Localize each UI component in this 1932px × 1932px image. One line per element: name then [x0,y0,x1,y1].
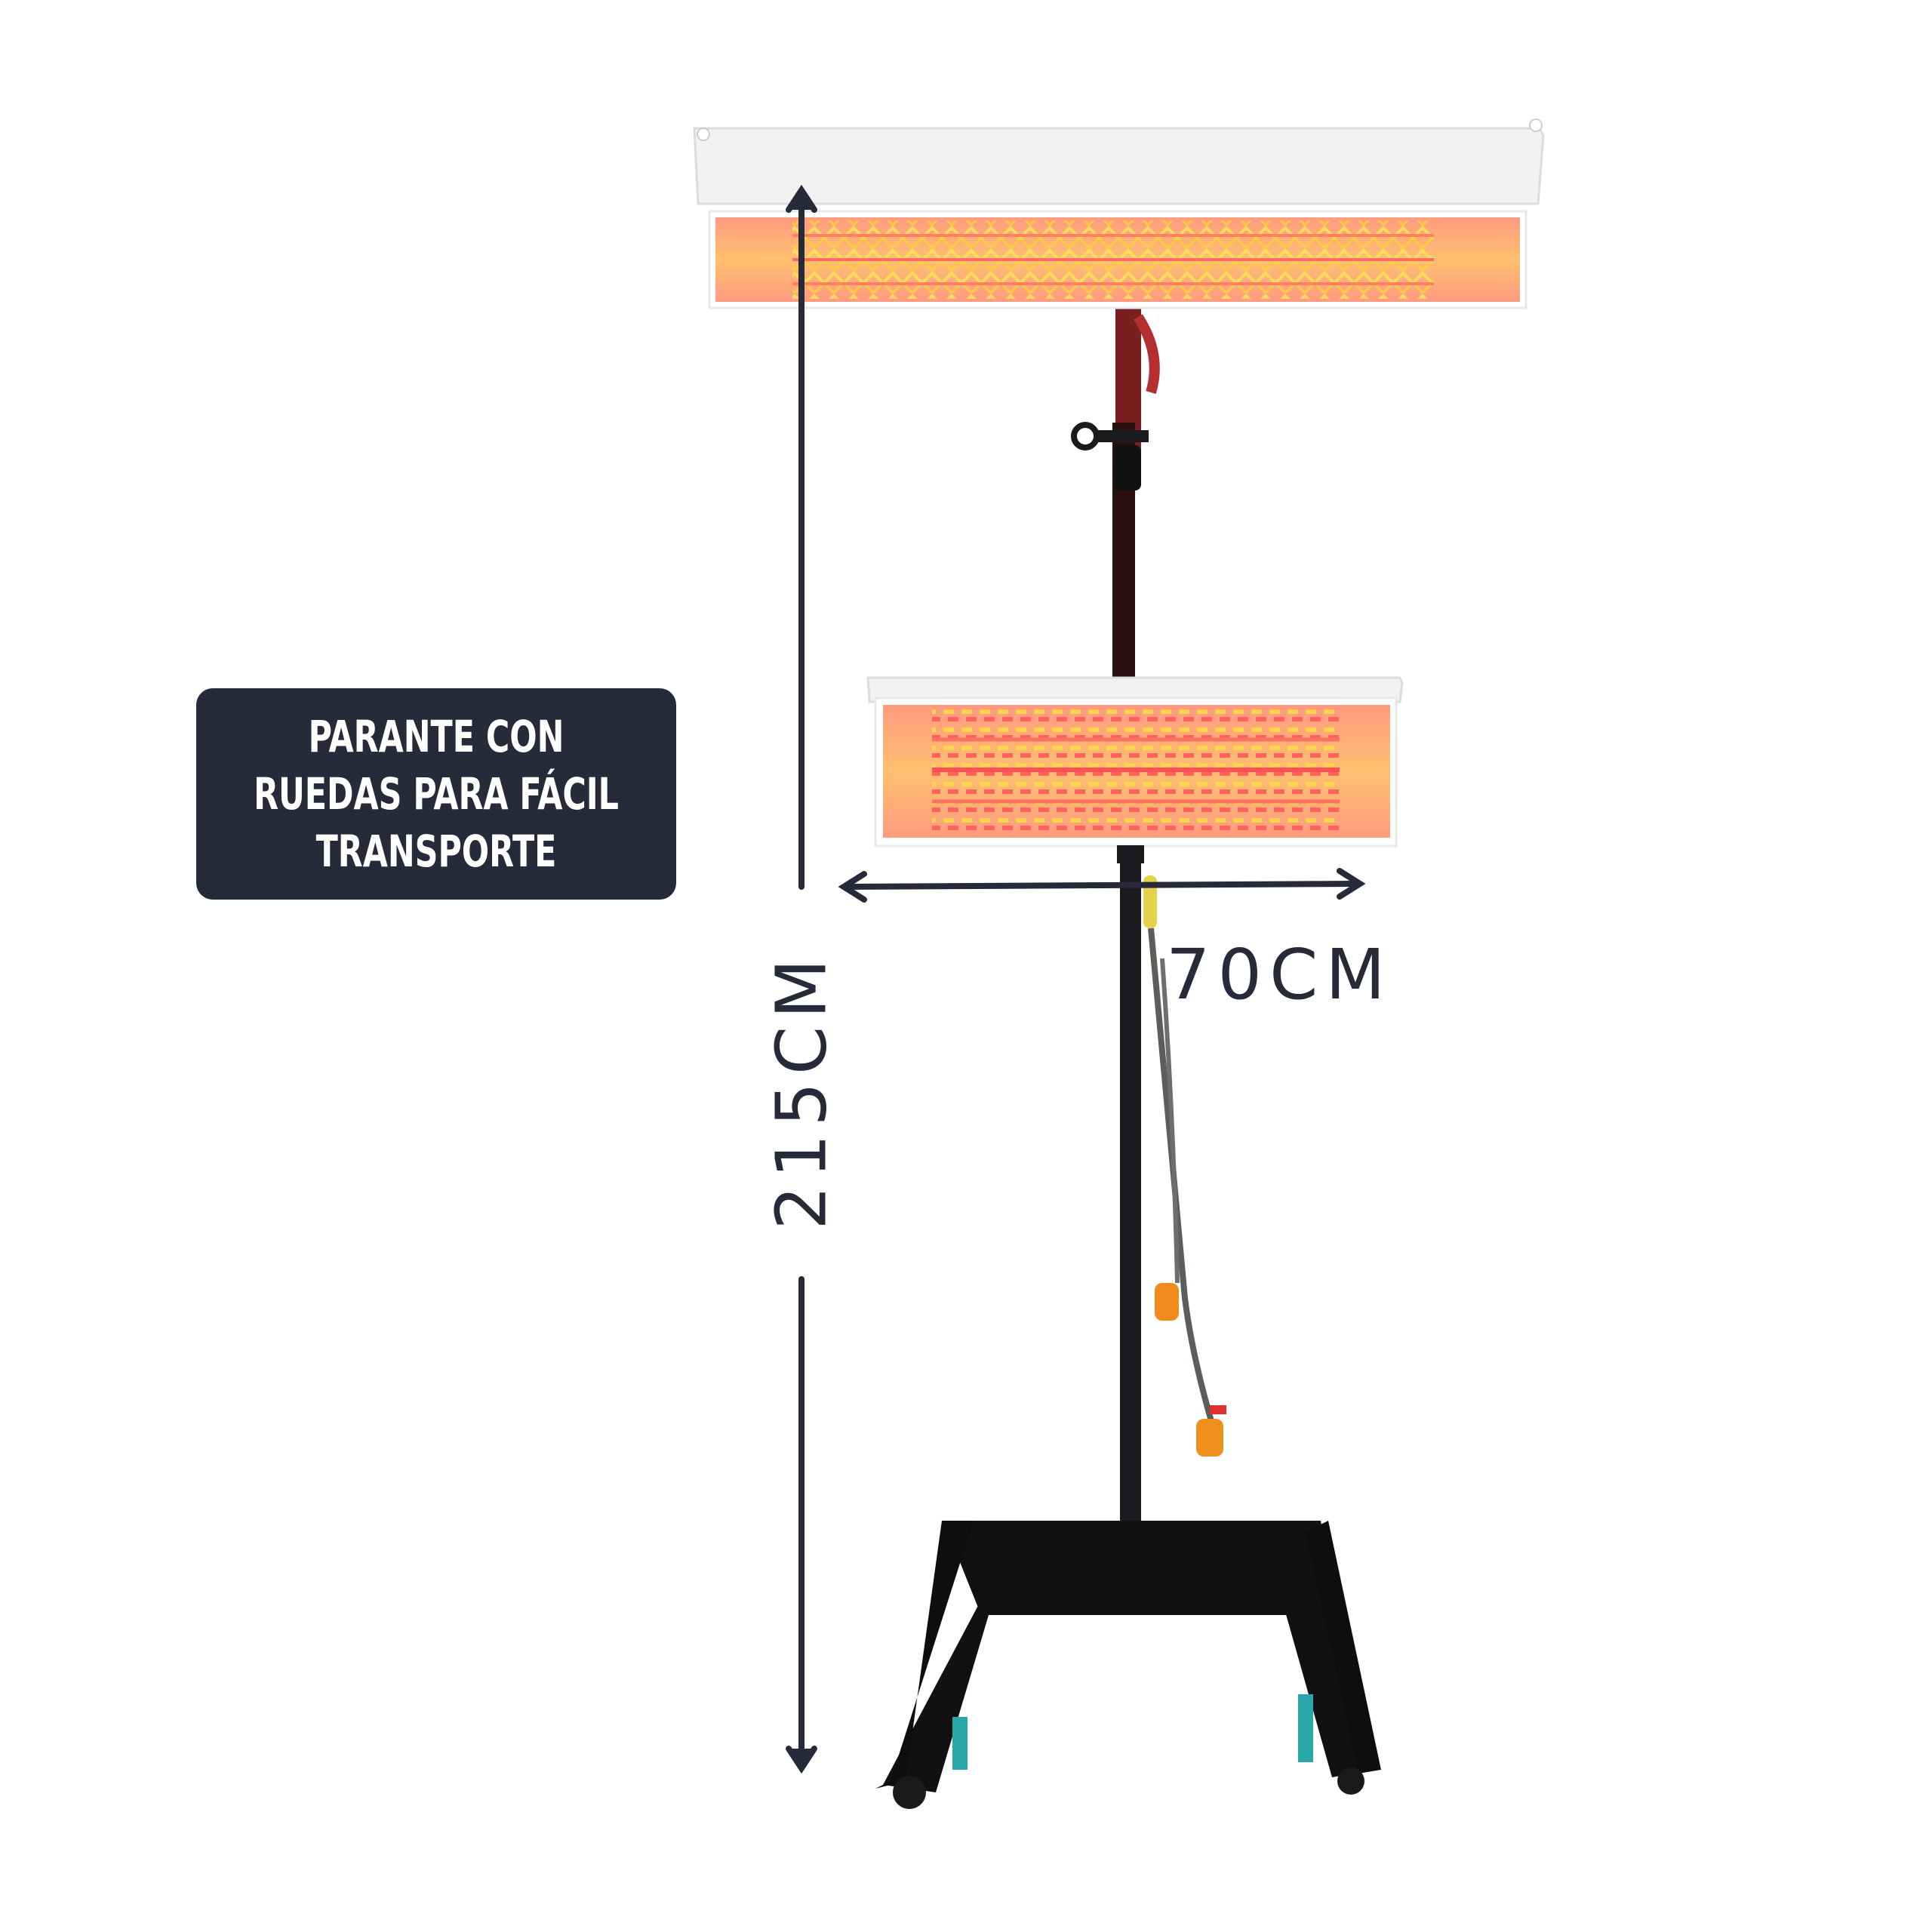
callout-text: PARANTE CON RUEDAS PARA FÁCIL TRANSPORTE [254,708,619,880]
callout-line: TRANSPORTE [315,826,557,877]
height-dimension-arrow [786,184,817,1774]
callout-line: RUEDAS PARA FÁCIL [254,768,619,820]
feature-callout: PARANTE CON RUEDAS PARA FÁCIL TRANSPORTE [196,688,676,900]
width-dimension-arrow [838,868,1366,903]
width-label: 70CM [1166,934,1393,1015]
bottom-heater-lamp [866,676,1404,863]
plug-icon [1196,1419,1223,1457]
wheel-icon [1337,1767,1364,1795]
top-heater-lamp [693,118,1545,309]
wheel-icon [893,1776,926,1809]
height-label: 215CM [761,951,842,1230]
clamp-knob-icon [1071,422,1149,491]
plug-icon [1155,1283,1179,1321]
power-cable [1143,875,1226,1457]
callout-line: PARANTE CON [308,711,565,762]
wheeled-base [875,1521,1381,1809]
